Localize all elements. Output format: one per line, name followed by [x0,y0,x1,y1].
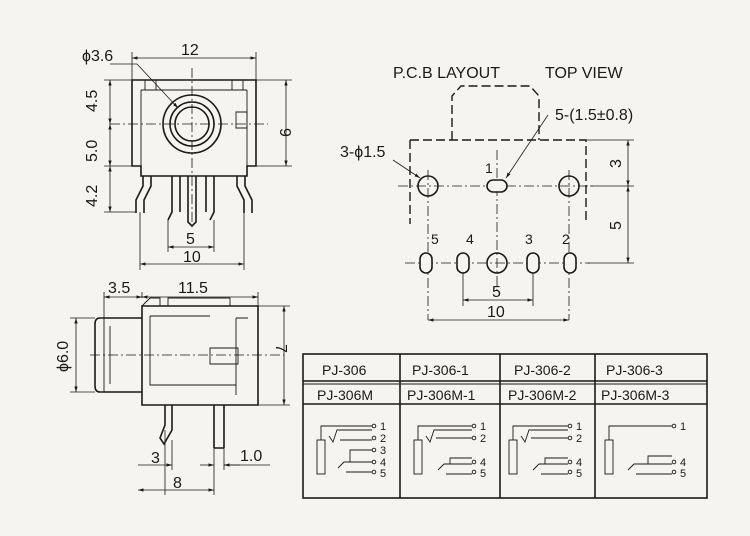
side-dim-pin-offset: 3 [151,450,160,467]
pcb-title: P.C.B LAYOUT [393,65,500,82]
dim-top: 4.5 [84,90,101,112]
dim-pin-outer: 10 [183,249,201,266]
schematic-pin-label: 5 [576,468,582,480]
slot-label: 5-(1.5±0.8) [555,107,633,124]
schematic-pin-label: 1 [680,421,686,433]
side-dim-diameter: ϕ6.0 [55,341,72,372]
pin-5-label: 5 [431,231,439,247]
schematic-pj306-1: 1 2 4 5 [413,421,486,480]
dim-hole-dia: ϕ3.6 [82,48,113,65]
schematic-pin-label: 1 [380,421,386,433]
model-cell: PJ-306-3 [606,362,663,378]
dim-middle: 5.0 [84,140,101,162]
model-cell: PJ-306 [322,362,367,378]
pcb-dim-top: 3 [608,159,625,168]
schematic-pin-label: 2 [380,433,386,445]
pin-1-label: 1 [485,160,493,176]
side-view: 3.5 11.5 ϕ6.0 7 3 1.0 8 [55,280,290,495]
schematic-pin-label: 5 [480,468,486,480]
pin-2-label: 2 [562,231,570,247]
pcb-pitch-inner: 5 [492,284,501,301]
schematic-pj306-3: 1 4 5 [604,421,686,480]
dim-width: 12 [181,42,199,59]
schematic-pin-label: 5 [380,468,386,480]
model-table: PJ-306 PJ-306-1 PJ-306-2 PJ-306-3 PJ-306… [302,353,708,499]
side-dim-length: 11.5 [178,280,208,297]
schematic-pj306-2: 1 2 4 5 [508,421,582,480]
side-dim-pin-span: 8 [173,475,182,492]
side-dim-pin-width: 1.0 [240,448,262,465]
model-cell: PJ-306-2 [514,362,571,378]
top-view-title: TOP VIEW [545,65,624,82]
model-cell: PJ-306M [317,387,373,403]
pin-3-label: 3 [525,231,533,247]
side-dim-front: 3.5 [108,280,130,297]
pcb-layout: P.C.B LAYOUT TOP VIEW 3-ϕ1.5 5-(1.5±0.8)… [340,65,634,322]
model-cell: PJ-306M-2 [508,387,577,403]
pin-4-label: 4 [466,231,474,247]
pcb-dim-mid: 5 [608,221,625,230]
model-cell: PJ-306-1 [412,362,469,378]
schematic-pin-label: 1 [576,421,582,433]
model-cell: PJ-306M-3 [601,387,670,403]
schematic-pin-label: 2 [480,433,486,445]
schematic-pin-label: 5 [680,468,686,480]
side-dim-height: 7 [272,344,289,353]
schematic-pin-label: 3 [380,445,386,457]
schematic-pin-label: 4 [576,457,582,469]
dim-pin-inner: 5 [186,231,195,248]
schematic-pin-label: 4 [380,457,386,469]
schematic-pin-label: 4 [680,457,686,469]
schematic-pin-label: 4 [480,457,486,469]
pcb-pitch-outer: 10 [487,304,505,321]
dim-height: 9 [276,128,293,137]
dim-bottom: 4.2 [84,185,101,207]
front-view: 12 ϕ3.6 4.5 5.0 4.2 9 5 10 [82,42,293,270]
schematic-pin-label: 2 [576,433,582,445]
schematic-pin-label: 1 [480,421,486,433]
schematic-pj306: 1 2 3 4 5 [316,421,386,480]
model-cell: PJ-306M-1 [407,387,476,403]
hole-label: 3-ϕ1.5 [340,144,386,161]
